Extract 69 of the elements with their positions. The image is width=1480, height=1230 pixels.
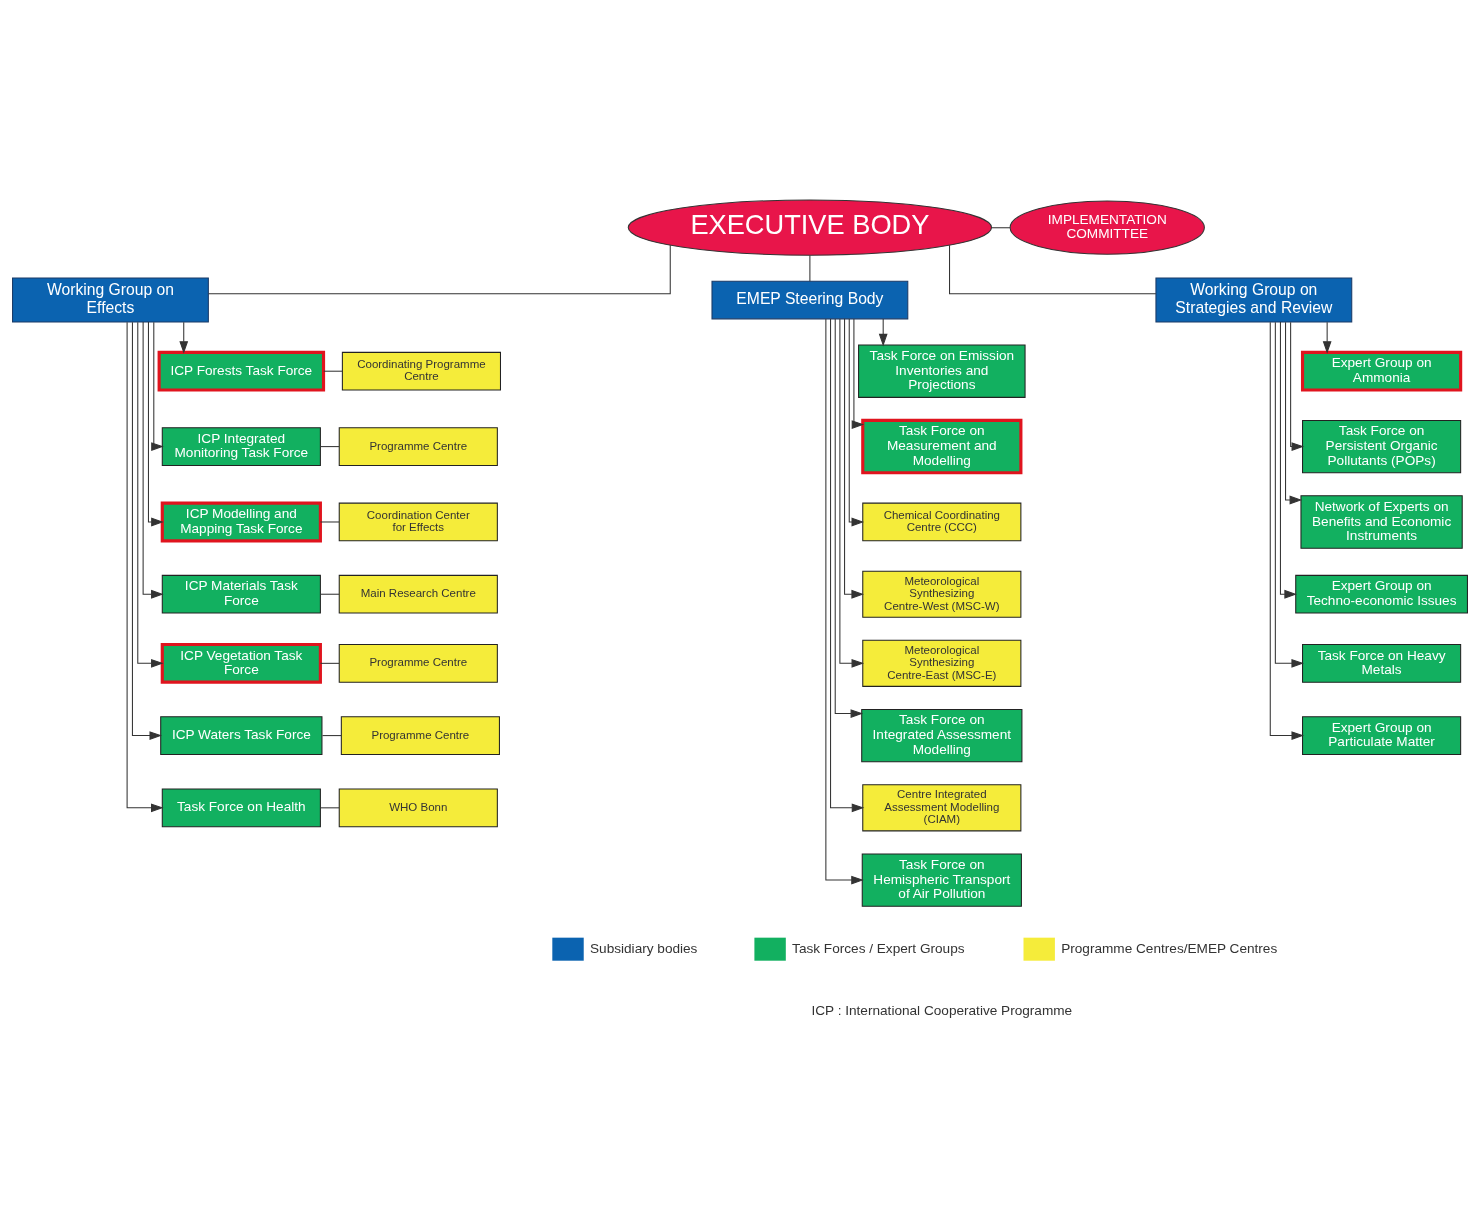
node-box: Task Force on Persistent Organic Pollutants (POPs) (1302, 419, 1462, 474)
arrow (848, 318, 865, 527)
node-box: Task Force on Measurement and Modelling (861, 418, 1023, 475)
node-box: Expert Group on Techno-economic Issues (1295, 574, 1468, 614)
node-box: Expert Group on Ammonia (1300, 350, 1463, 392)
node-box: Expert Group on Particulate Matter (1302, 716, 1462, 755)
arrow (142, 321, 164, 599)
node-box: ICP Vegetation Task Force (160, 642, 322, 684)
node-box: Coordination Center for Effects (338, 502, 498, 542)
arrow (1274, 321, 1304, 668)
node-ellipse: IMPLEMENTATION COMMITTEE (1009, 200, 1205, 255)
node-box: ICP Waters Task Force (160, 716, 323, 755)
node-box: Working Group on Strategies and Review (1155, 277, 1353, 323)
arrow (878, 318, 888, 347)
node-box: Task Force on Health (161, 788, 321, 828)
arrow (1290, 321, 1305, 451)
arrow (147, 321, 164, 527)
connector (319, 446, 340, 448)
arrow (834, 318, 864, 718)
connector (321, 735, 342, 737)
node-box: ICP Forests Task Force (157, 350, 326, 392)
legend-label: Task Forces / Expert Groups (792, 940, 965, 956)
arrow (830, 318, 865, 813)
connector (319, 662, 340, 664)
connector (990, 227, 1011, 229)
connector (949, 244, 1157, 295)
arrow (179, 321, 189, 354)
arrow (151, 321, 164, 451)
node-box: Meteorological Synthesizing Centre-East (MSC-E) (862, 639, 1022, 687)
node-box: Programme Centre (338, 427, 498, 466)
node-box: ICP Modelling and Mapping Task Force (160, 501, 322, 543)
node-box: Working Group on Effects (12, 277, 209, 323)
legend-label: Subsidiary bodies (590, 940, 698, 956)
node-box: EMEP Steering Body (711, 280, 909, 320)
node-box: Coordinating Programme Centre (341, 351, 501, 391)
node-box: Task Force on Integrated Assessment Modelling (861, 708, 1023, 763)
arrow (825, 318, 864, 885)
node-box: Task Force on Emission Inventories and Projections (858, 344, 1026, 398)
connector (319, 521, 340, 523)
arrow (1269, 321, 1305, 740)
arrow (131, 321, 163, 740)
node-box: Programme Centre (340, 716, 500, 755)
node-box: Task Force on Heavy Metals (1302, 643, 1462, 683)
node-box: ICP Materials Task Force (161, 574, 321, 614)
connector (809, 254, 811, 282)
label: ICP : International Cooperative Programme (811, 1002, 1073, 1018)
node-ellipse: EXECUTIVE BODY (627, 199, 993, 256)
node-box: WHO Bonn (338, 788, 498, 828)
arrow (1285, 321, 1303, 505)
connector (208, 244, 671, 295)
arrow (1279, 321, 1297, 599)
node-box: Task Force on Hemispheric Transport of Air Pollution (861, 853, 1022, 907)
node-box: Chemical Coordinating Centre (CCC) (862, 502, 1022, 542)
node-box: Centre Integrated Assessment Modelling (CIAM) (862, 784, 1022, 832)
node-box: Programme Centre (338, 643, 498, 683)
arrow (126, 321, 164, 813)
connector (319, 807, 340, 809)
connector (323, 370, 343, 372)
node-box: Network of Experts on Benefits and Economic Instruments (1300, 495, 1463, 549)
node-box: Main Research Centre (338, 574, 498, 614)
legend-label: Programme Centres/EMEP Centres (1061, 940, 1278, 956)
node-box: ICP Integrated Monitoring Task Force (161, 427, 321, 466)
arrow (851, 318, 865, 429)
connector (319, 593, 340, 595)
node-box: Meteorological Synthesizing Centre-West (MSC-W) (862, 570, 1022, 618)
arrow (1322, 321, 1332, 354)
arrow (137, 321, 164, 668)
arrow (839, 318, 865, 668)
arrow (844, 318, 864, 599)
